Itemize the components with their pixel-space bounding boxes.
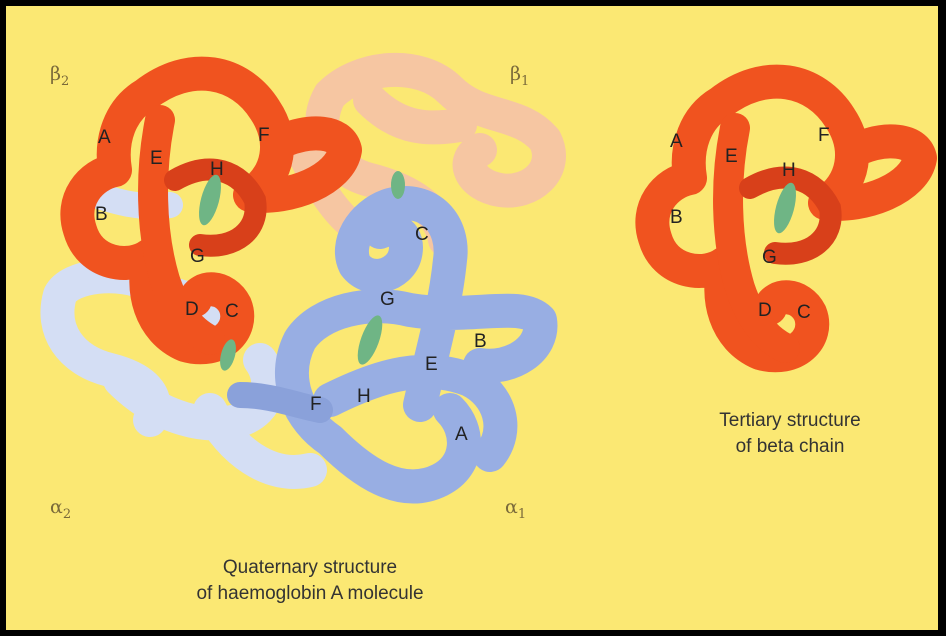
segment-label: E [725, 146, 738, 167]
segment-label: E [150, 148, 163, 169]
segment-label: G [762, 247, 777, 268]
chain-label-alpha1: α1 [505, 496, 526, 522]
segment-label: D [758, 300, 772, 321]
quaternary-caption: Quaternary structure of haemoglobin A mo… [110, 555, 510, 607]
segment-label: A [670, 131, 683, 152]
segment-label: B [95, 204, 108, 225]
tertiary-beta-chain [652, 82, 920, 356]
tertiary-caption-line1: Tertiary structure [640, 408, 940, 434]
segment-label: C [797, 302, 811, 323]
segment-label: A [455, 424, 468, 445]
chain-label-beta2: β2 [50, 63, 69, 89]
segment-label: F [258, 125, 270, 146]
segment-label: H [782, 160, 796, 181]
segment-label: D [185, 299, 199, 320]
chain-label-beta1: β1 [510, 63, 529, 89]
segment-label: H [357, 386, 371, 407]
segment-label: F [818, 125, 830, 146]
segment-label: G [380, 289, 395, 310]
segment-label: H [210, 159, 224, 180]
heme-group-beta1 [391, 171, 405, 199]
chain-label-alpha2: α2 [50, 496, 71, 522]
segment-label: F [310, 394, 322, 415]
segment-label: C [225, 301, 239, 322]
tertiary-caption-line2: of beta chain [640, 434, 940, 460]
segment-label: A [98, 127, 111, 148]
segment-label: G [190, 246, 205, 267]
alpha1-chain [240, 203, 540, 486]
segment-label: E [425, 354, 438, 375]
segment-label: C [415, 224, 429, 245]
quaternary-caption-line2: of haemoglobin A molecule [110, 581, 510, 607]
segment-label: B [474, 331, 487, 352]
tertiary-caption: Tertiary structure of beta chain [640, 408, 940, 460]
segment-label: B [670, 207, 683, 228]
quaternary-caption-line1: Quaternary structure [110, 555, 510, 581]
